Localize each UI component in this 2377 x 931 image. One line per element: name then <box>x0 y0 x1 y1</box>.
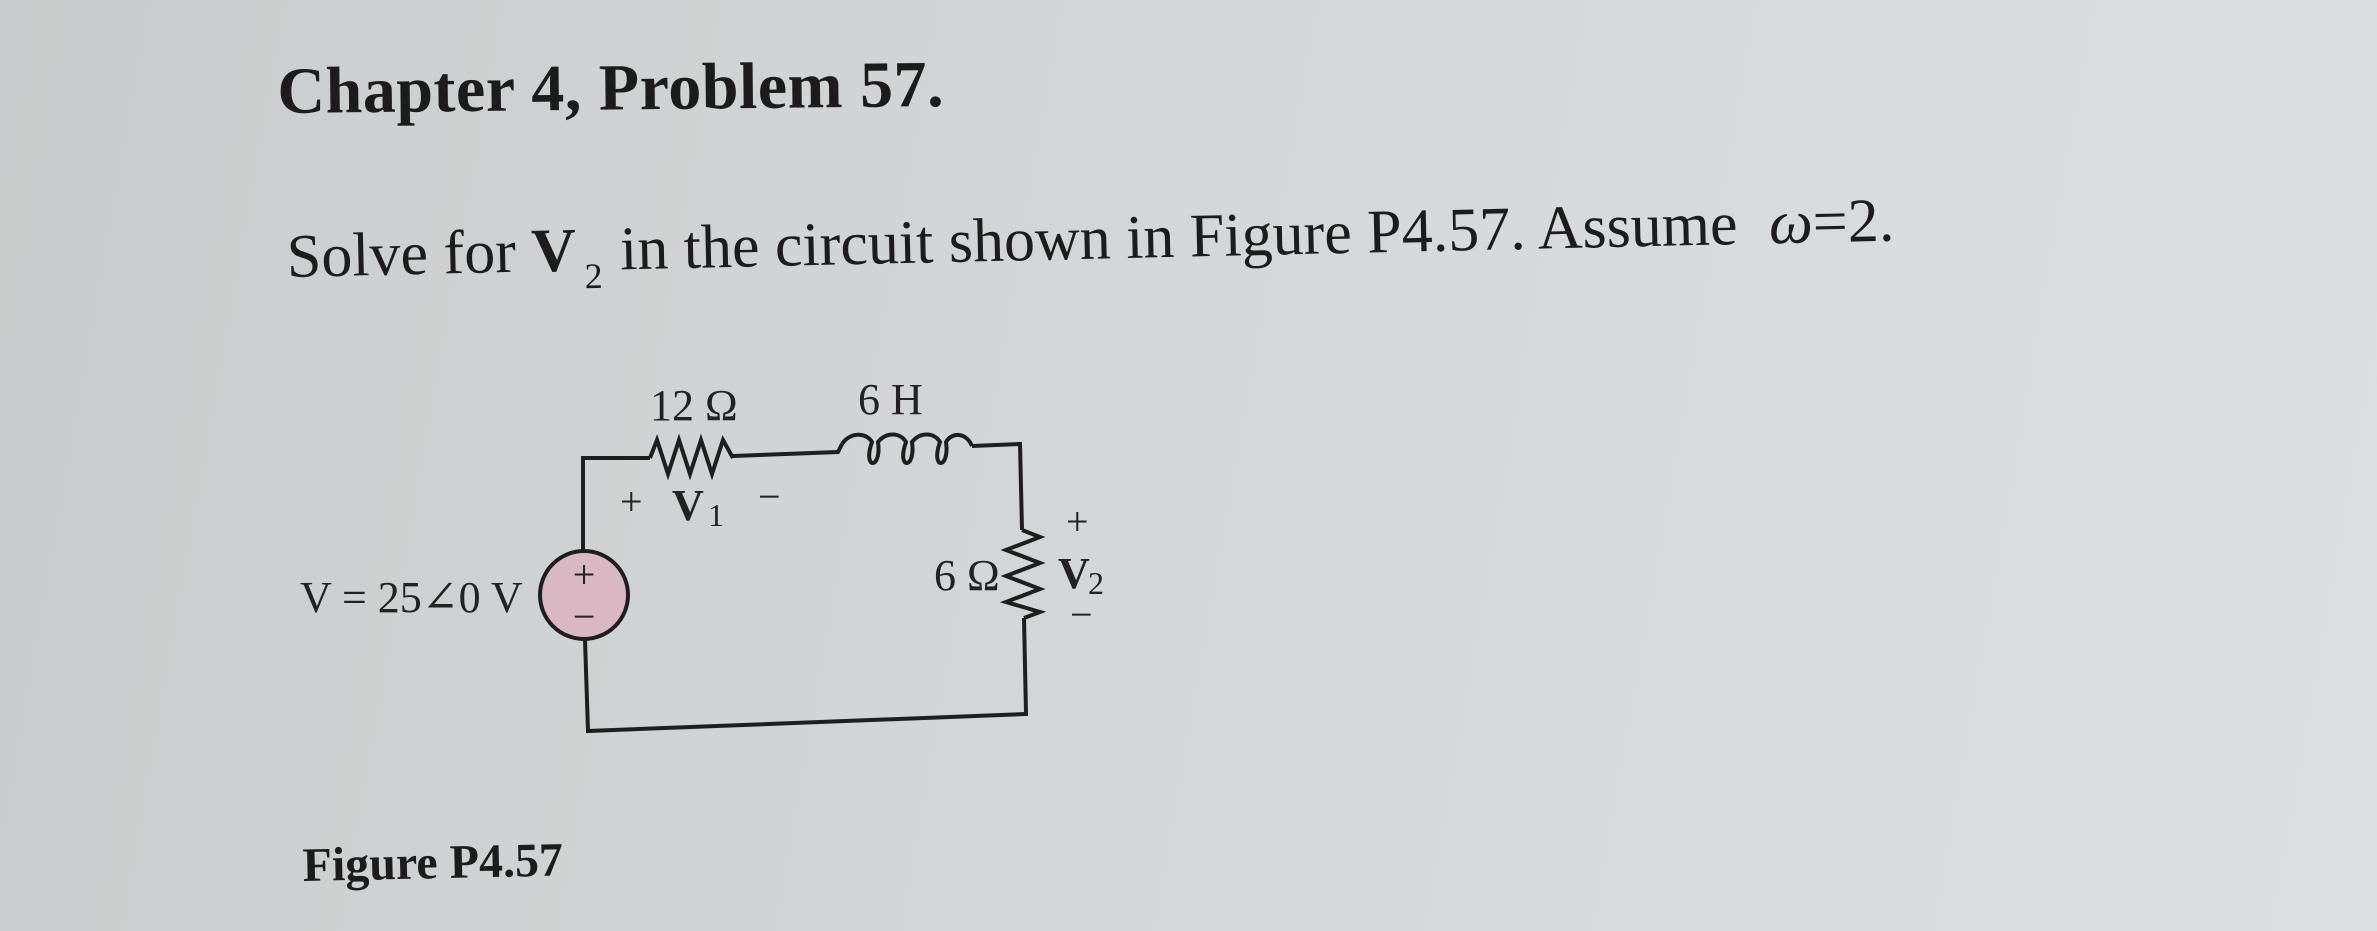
source-minus: − <box>573 594 596 639</box>
resistor-6-ohm-zigzag-icon <box>999 528 1047 620</box>
inductor-coil-icon <box>840 432 974 465</box>
v1-subscript: 1 <box>708 497 724 533</box>
resistor-6-ohm-label: 6 Ω <box>934 551 1000 600</box>
inductor-6H-label: 6 H <box>858 375 923 424</box>
chapter-problem-title: Chapter 4, Problem 57. <box>277 48 945 128</box>
problem-variable-subscript: 2 <box>584 255 604 297</box>
v1-symbol: V <box>672 481 704 530</box>
wire-right-bottom <box>583 617 1029 734</box>
resistor-12-ohm-label: 12 Ω <box>650 381 738 430</box>
v1-plus: + <box>620 479 643 524</box>
v2-minus: − <box>1070 592 1093 637</box>
omega-value: =2. <box>1811 186 1895 257</box>
wire-left-top <box>581 456 650 550</box>
omega-symbol: ω <box>1768 188 1814 258</box>
source-label: V = 25∠0 V <box>300 573 523 622</box>
source-plus: + <box>573 552 596 597</box>
v2-plus: + <box>1066 499 1089 544</box>
v2-symbol: V <box>1058 549 1090 598</box>
resistor-12-ohm-zigzag-icon <box>648 433 735 481</box>
figure-caption: Figure P4.57 <box>302 833 564 892</box>
v1-minus: − <box>758 474 781 519</box>
wire-top-right <box>971 441 1024 531</box>
problem-variable: V <box>530 216 577 286</box>
problem-text-before: Solve for <box>286 217 533 291</box>
v2-subscript: 2 <box>1088 565 1104 601</box>
problem-text-after: in the circuit shown in Figure P4.57. As… <box>619 189 1754 284</box>
voltage-source-icon: + − <box>538 549 630 641</box>
wire-top-middle <box>732 443 844 458</box>
